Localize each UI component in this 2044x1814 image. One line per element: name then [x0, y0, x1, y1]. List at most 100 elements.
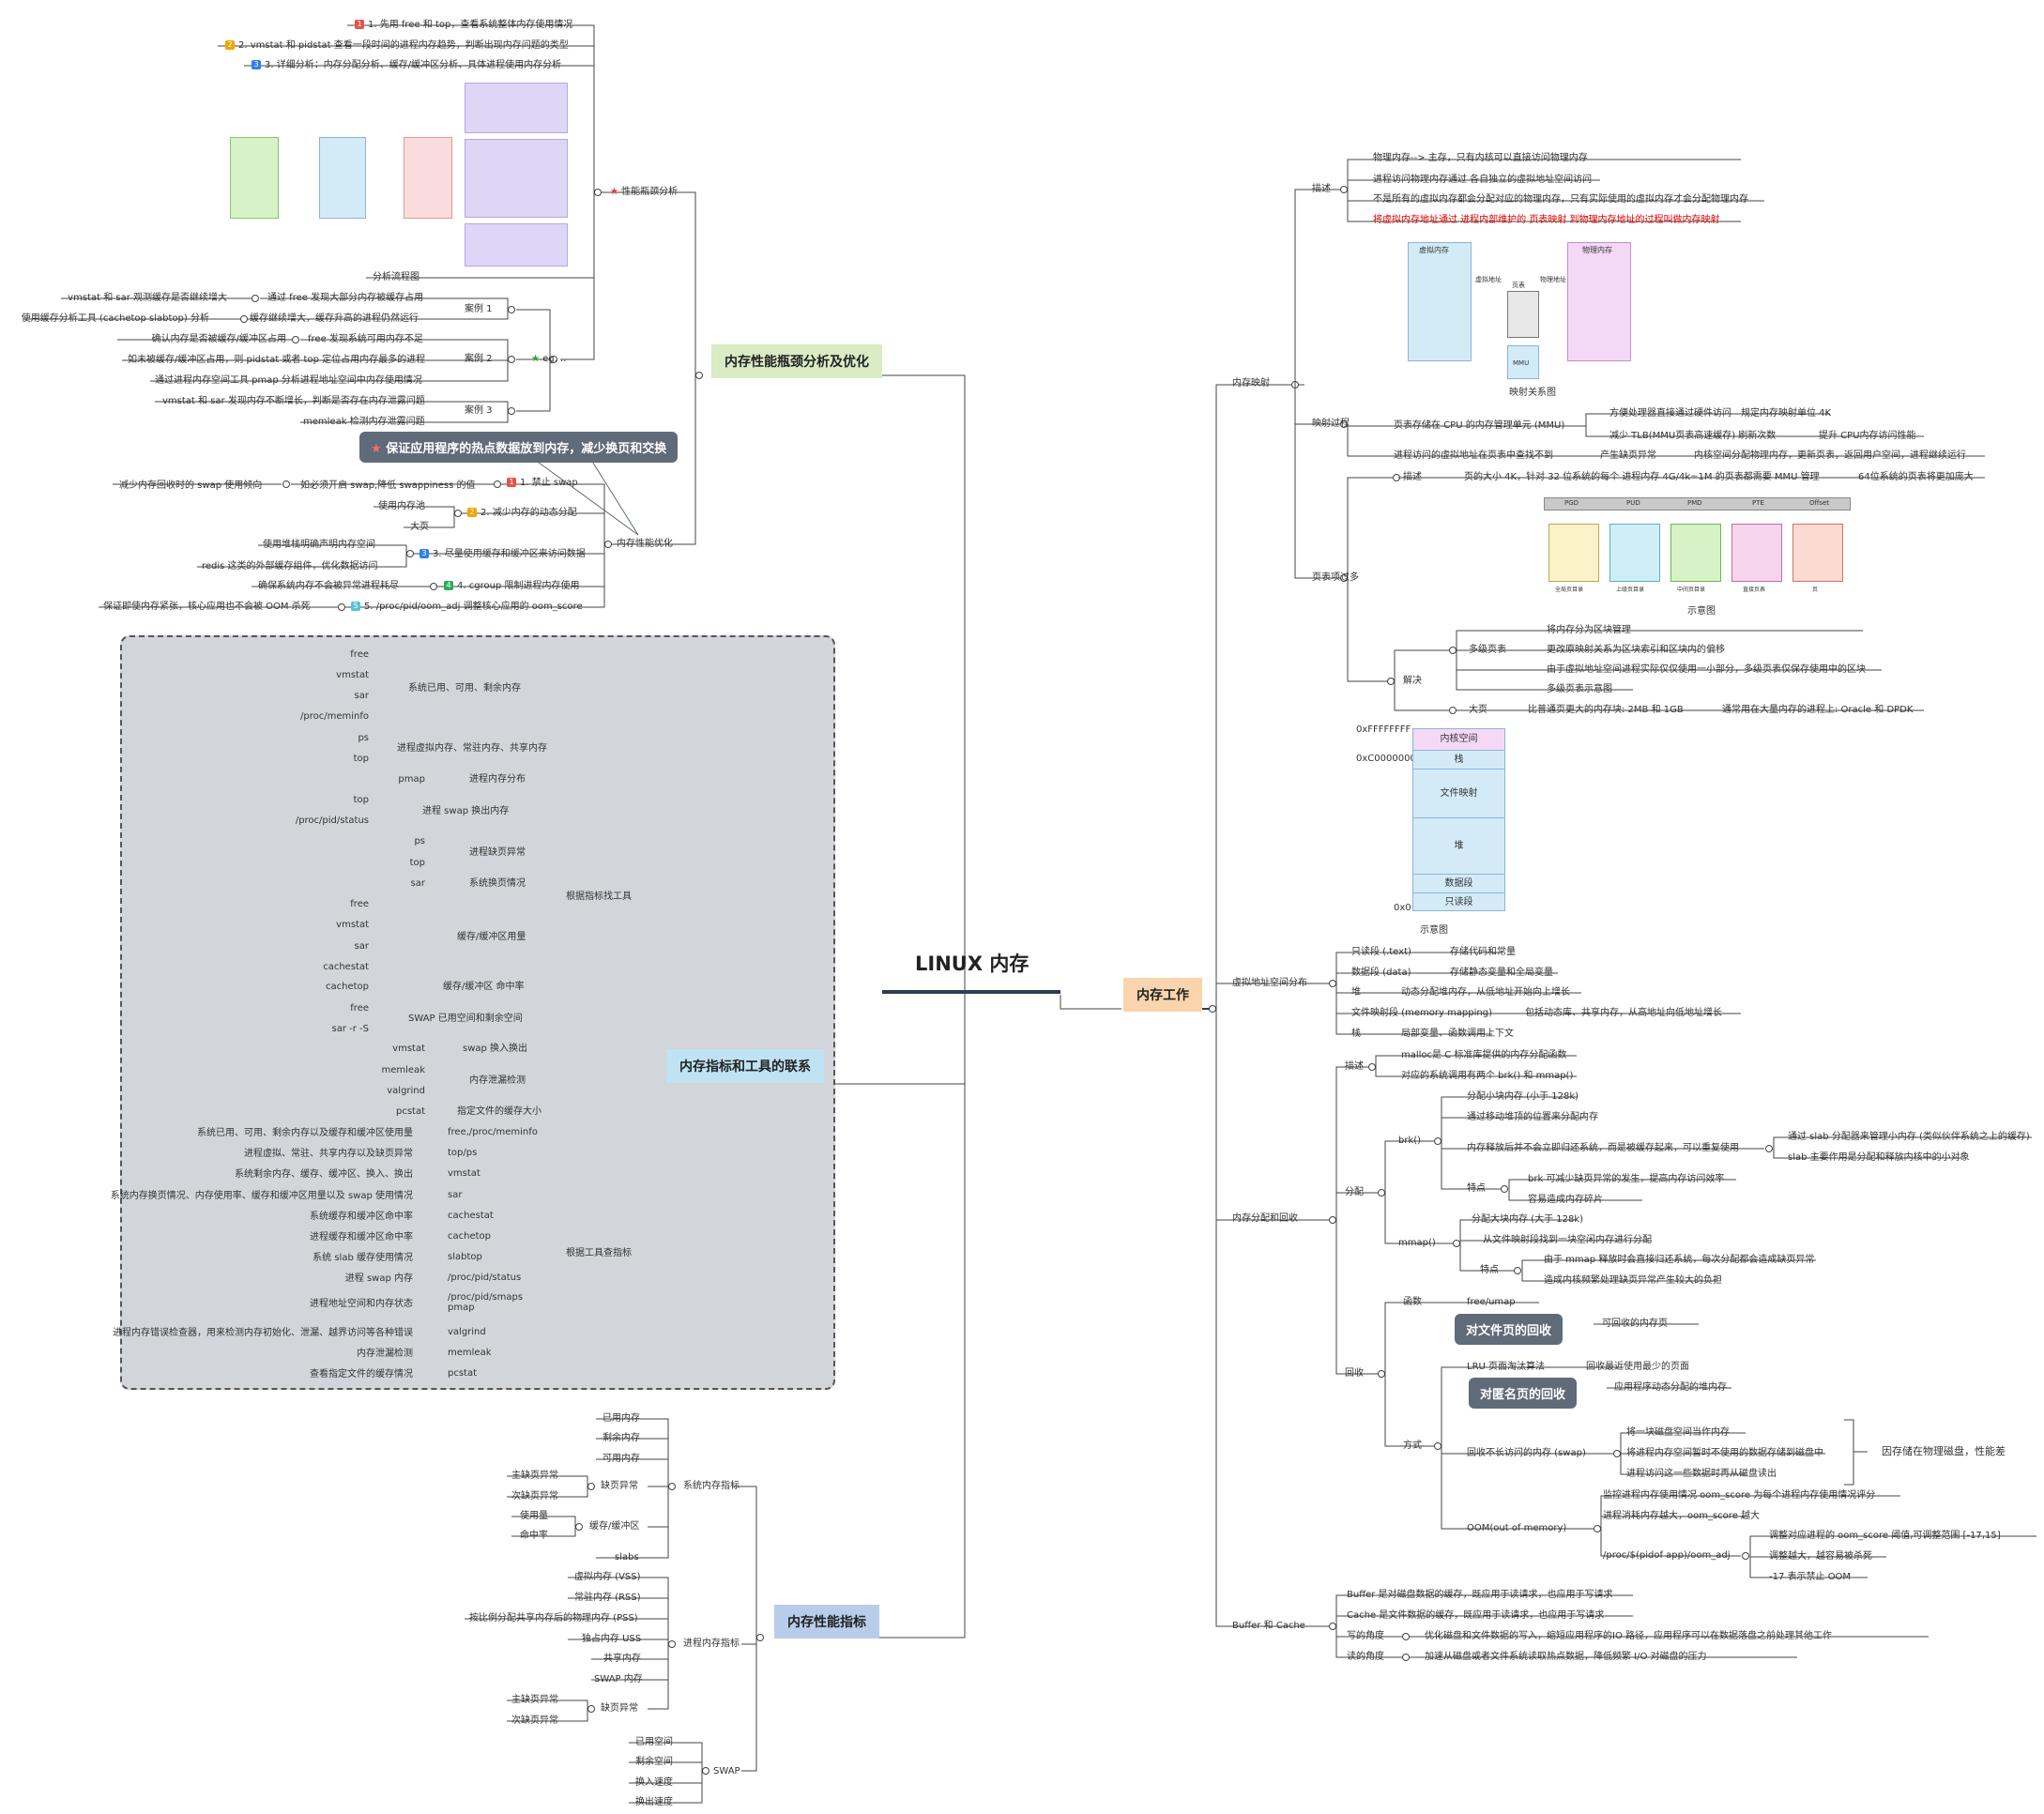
pages-desc-label[interactable]: 描述 [1403, 472, 1422, 482]
alloc-desc[interactable]: 描述 [1345, 1061, 1364, 1072]
topic-memory-work[interactable]: 内存工作 [1123, 978, 1202, 1012]
node-bottleneck[interactable]: ★ 性能瓶颈分析 [610, 187, 679, 197]
proc-swap: SWAP 内存 [594, 1674, 643, 1684]
center-topic[interactable]: LINUX 内存 [915, 953, 1030, 975]
oom-3[interactable]: /proc/$(pidof app)/oom_adj [1603, 1550, 1731, 1561]
connector [1335, 1192, 1380, 1220]
metric-group-label[interactable]: 进程内存分布 [469, 774, 526, 785]
node-mapping-process[interactable]: 映射过程 [1312, 419, 1350, 429]
opt-4a: 确保系统内存不会被异常进程耗尽 [258, 581, 399, 591]
connector [1294, 189, 1342, 385]
metric-group-label[interactable]: 进程缺页异常 [469, 847, 526, 858]
connector [1060, 995, 1121, 1010]
mmap-feat-2: 造成内核频繁处理缺页异常产生较大的负担 [1544, 1275, 1722, 1286]
node-system-metrics[interactable]: 系统内存指标 [683, 1481, 740, 1491]
connector [1384, 1140, 1436, 1193]
vas-row-0-v: 存储代码和常量 [1450, 947, 1516, 957]
metric-group-label[interactable]: swap 换入换出 [463, 1044, 528, 1054]
tool-metric-tool: free,/proc/meminfo [448, 1127, 538, 1137]
node-brk-feat[interactable]: 特点 [1467, 1183, 1486, 1194]
connector [155, 401, 509, 411]
metric-group-label[interactable]: 进程虚拟内存、常驻内存、共享内存 [397, 743, 547, 754]
node-vas[interactable]: 虚拟地址空间分布 [1232, 978, 1307, 988]
node-case3[interactable]: 案例 3 [465, 405, 493, 416]
connector [1585, 426, 1816, 437]
tool-metric-desc: 进程缓存和缓冲区命中率 [310, 1232, 413, 1242]
hugepage-2: 通常用在大量内存的进程上: Oracle 和 DPDK [1722, 705, 1914, 715]
topic-perf-optimization[interactable]: 内存性能瓶颈分析及优化 [711, 344, 882, 378]
lru-label[interactable]: LRU 页面淘汰算法 [1467, 1362, 1546, 1372]
process-b2: 内核空间分配物理内存，更新页表，返回用户空间，进程继续运行 [1694, 450, 1966, 461]
buffer-read[interactable]: 读的角度 [1347, 1652, 1384, 1662]
node-too-many-pages[interactable]: 页表项过多 [1312, 572, 1359, 583]
collapse-toggle [1514, 1267, 1521, 1274]
layout-readonly: 只读段 [1413, 892, 1504, 910]
metric-group-label[interactable]: 系统已用、可用、剩余内存 [408, 683, 521, 694]
metric-group-label[interactable]: 内存泄漏检测 [469, 1075, 526, 1086]
node-mmap-feat[interactable]: 特点 [1480, 1265, 1499, 1275]
collapse-toggle [1340, 186, 1348, 193]
connector [374, 506, 455, 513]
func-value: free/umap [1467, 1297, 1516, 1307]
node-by-tool[interactable]: 根据工具查指标 [566, 1248, 632, 1258]
metric-group-label[interactable]: 缓存/缓冲区 命中率 [443, 982, 525, 992]
tool-metric-tool: valgrind [448, 1327, 486, 1337]
metric-group-label[interactable]: SWAP 已用空间和剩余空间 [408, 1014, 523, 1024]
case1-1b: 通过 free 发现大部分内存被缓存占用 [267, 293, 424, 303]
connector [1600, 1529, 1741, 1557]
node-process-metrics[interactable]: 进程内存指标 [683, 1639, 740, 1649]
topic-memory-metrics[interactable]: 内存性能指标 [774, 1605, 879, 1639]
opt-1b: 如必须开启 swap,降低 swappiness 的值 [300, 480, 476, 491]
node-fangshi[interactable]: 方式 [1403, 1441, 1422, 1451]
node-mmap[interactable]: mmap() [1398, 1238, 1436, 1248]
node-buffer-cache[interactable]: Buffer 和 Cache [1232, 1621, 1305, 1631]
node-huishou[interactable]: 回收 [1345, 1368, 1364, 1379]
tool-name: cachestat [323, 962, 369, 972]
node-by-metric[interactable]: 根据指标找工具 [566, 892, 632, 902]
metric-group-label[interactable]: 指定文件的缓存大小 [457, 1106, 542, 1117]
swap-reclaim[interactable]: 回收不长访问的内存 (swap) [1467, 1448, 1586, 1458]
topic-metrics-tools[interactable]: 内存指标和工具的联系 [666, 1049, 824, 1083]
node-mapping-desc[interactable]: 描述 [1312, 184, 1331, 194]
node-hugepage[interactable]: 大页 [1469, 705, 1487, 715]
node-multilevel[interactable]: 多级页表 [1469, 645, 1506, 655]
connector [1294, 385, 1342, 579]
connector [821, 992, 966, 1085]
connector [1375, 1055, 1577, 1067]
node-fenpei[interactable]: 分配 [1345, 1187, 1364, 1197]
addr-low: 0x0 [1394, 903, 1411, 913]
node-brk[interactable]: brk() [1398, 1136, 1422, 1146]
connector [533, 459, 639, 536]
node-case1[interactable]: 案例 1 [465, 304, 493, 314]
pt-sub-1: 上级页目录 [1616, 587, 1645, 593]
tool-metric-desc: 查看指定文件的缓存情况 [310, 1369, 413, 1380]
connector [1441, 1141, 1502, 1190]
node-optimize[interactable]: 内存性能优化 [617, 539, 673, 549]
priority-2-icon: 2 [225, 40, 235, 50]
metric-group-label[interactable]: 缓存/缓冲区用量 [457, 932, 526, 942]
node-sys-fault[interactable]: 缺页异常 [601, 1481, 638, 1491]
node-memory-mapping[interactable]: 内存映射 [1232, 378, 1270, 389]
node-eg[interactable]: ★ eg. .. [531, 354, 567, 364]
buffer-write[interactable]: 写的角度 [1347, 1631, 1384, 1641]
node-swap[interactable]: SWAP [713, 1766, 740, 1776]
metric-group-label[interactable]: 系统换页情况 [469, 878, 526, 889]
collapse-toggle [1368, 1063, 1376, 1071]
node-solve[interactable]: 解决 [1403, 676, 1422, 686]
node-oom[interactable]: OOM(out of memory) [1467, 1523, 1567, 1533]
pt-header-3: PTE [1752, 499, 1764, 507]
metric-group-label[interactable]: 进程 swap 换出内存 [422, 806, 510, 816]
multilevel-1: 将内存分为区块管理 [1547, 625, 1631, 635]
node-case2[interactable]: 案例 2 [465, 354, 493, 364]
node-func[interactable]: 函数 [1403, 1297, 1422, 1307]
node-proc-fault[interactable]: 缺页异常 [601, 1703, 638, 1714]
mapping-relation-diagram: 虚拟内存 物理内存 页表 虚拟地址 物理地址 MMU [1408, 240, 1633, 381]
physical-address-label: 物理地址 [1540, 276, 1566, 283]
node-cache[interactable]: 缓存/缓冲区 [589, 1521, 640, 1532]
node-alloc[interactable]: 内存分配和回收 [1232, 1213, 1298, 1224]
